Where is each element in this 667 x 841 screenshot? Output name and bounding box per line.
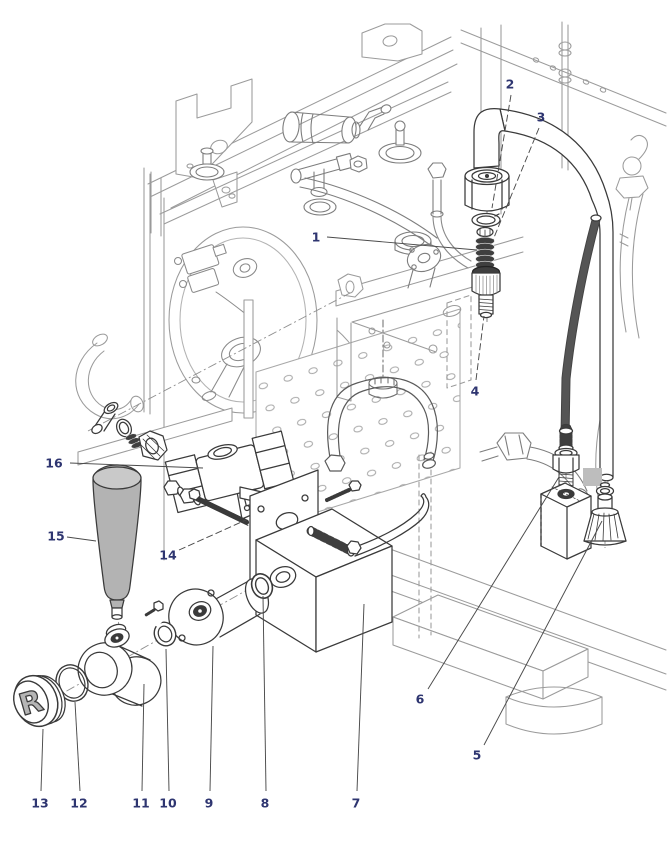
leader-line-6 xyxy=(427,476,560,690)
callout-9: 9 xyxy=(205,796,214,811)
boiler-top-fittings xyxy=(189,104,590,504)
machine-frame xyxy=(75,21,667,735)
callout-4: 4 xyxy=(471,384,480,399)
leader-line-14 xyxy=(178,519,247,551)
expansion-valve-cylinder xyxy=(282,104,392,144)
leader-line-7 xyxy=(356,603,365,792)
leader-line-16 xyxy=(69,462,204,469)
callout-15: 15 xyxy=(47,529,64,544)
callout-13: 13 xyxy=(31,796,48,811)
cap-part-13: R xyxy=(13,674,66,728)
leader-line-10 xyxy=(165,648,170,792)
handle-part-15 xyxy=(92,464,142,620)
leader-line-2 xyxy=(491,94,512,209)
leader-line-8 xyxy=(262,595,267,792)
valve-group-fittings xyxy=(91,401,168,461)
leader-line-12 xyxy=(74,701,81,792)
screw-and-ring-part-10 xyxy=(144,600,177,647)
ring-part-8 xyxy=(250,573,274,599)
flange-part-9 xyxy=(168,588,224,646)
callout-5: 5 xyxy=(473,748,482,763)
castle-nut xyxy=(368,319,398,399)
callout-14: 14 xyxy=(159,548,177,563)
callout-8: 8 xyxy=(261,796,270,811)
washer-part-3 xyxy=(471,212,501,228)
brew-group-flange xyxy=(406,243,442,289)
threaded-rod-part-14 xyxy=(188,488,251,526)
t-pipe xyxy=(290,152,355,198)
cone-part-5 xyxy=(583,482,627,546)
solenoid-valve xyxy=(173,243,258,316)
leader-line-15 xyxy=(66,536,97,542)
callout-6: 6 xyxy=(416,692,425,707)
manifold-block xyxy=(540,482,592,560)
fitting-part-6 xyxy=(552,423,580,492)
frame-bracket-left xyxy=(175,78,253,179)
group-fitting xyxy=(191,336,261,401)
valve-body-part-16 xyxy=(164,430,295,514)
valve-block-part-7 xyxy=(255,508,393,653)
callout-16: 16 xyxy=(45,456,63,471)
pipe-loop xyxy=(324,377,438,472)
callout-3: 3 xyxy=(537,110,546,125)
leader-line-9 xyxy=(209,645,214,792)
frame-bracket-top xyxy=(361,23,423,62)
leader-line-3 xyxy=(492,127,540,241)
callout-10: 10 xyxy=(159,796,177,811)
leader-line-4 xyxy=(475,315,485,381)
spring-part-1 xyxy=(475,226,495,270)
callout-12: 12 xyxy=(70,796,87,811)
knob-body-part-11 xyxy=(77,623,162,707)
shaded-block xyxy=(583,468,602,486)
valve-stem-coil xyxy=(306,493,430,557)
leader-line-11 xyxy=(141,683,145,792)
callout-7: 7 xyxy=(352,796,361,811)
boiler-face xyxy=(168,226,318,414)
braided-hose xyxy=(560,214,602,440)
callout-11: 11 xyxy=(132,796,149,811)
callout-1: 1 xyxy=(312,230,321,245)
machine-foot xyxy=(505,696,603,735)
base-frame xyxy=(351,548,667,735)
fitting-part-4 xyxy=(471,265,501,319)
block-bolt xyxy=(325,480,362,502)
leader-line-5 xyxy=(483,520,603,746)
leader-line-13 xyxy=(40,728,44,792)
leader-line-1 xyxy=(326,236,478,251)
nut-part-2 xyxy=(464,166,510,212)
steam-tap-knob xyxy=(615,134,649,211)
outlet-tube xyxy=(499,108,614,478)
callout-2: 2 xyxy=(506,77,515,92)
